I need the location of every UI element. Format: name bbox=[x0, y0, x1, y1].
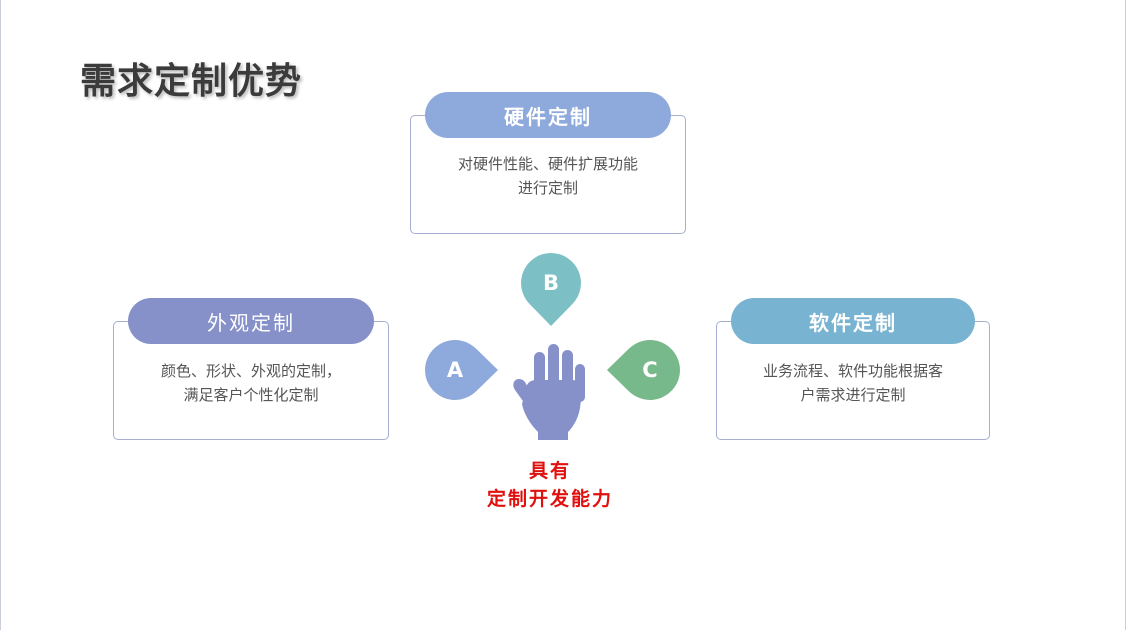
hardware-desc-line-1: 对硬件性能、硬件扩展功能 bbox=[457, 155, 638, 173]
marker-c: C bbox=[607, 340, 680, 400]
marker-b: B bbox=[521, 253, 581, 326]
marker-c-letter: C bbox=[642, 358, 658, 382]
teardrop-down-icon bbox=[521, 253, 581, 326]
hand-icon bbox=[512, 342, 590, 444]
hardware-description: 对硬件性能、硬件扩展功能 进行定制 bbox=[411, 152, 685, 200]
software-desc-line-2: 户需求进行定制 bbox=[800, 386, 906, 404]
page-title: 需求定制优势 bbox=[80, 61, 303, 102]
teardrop-left-icon bbox=[607, 340, 680, 400]
software-desc-line-1: 业务流程、软件功能根据客 bbox=[762, 362, 943, 380]
teardrop-right-icon bbox=[425, 340, 498, 400]
appearance-desc-line-2: 满足客户个性化定制 bbox=[183, 386, 319, 404]
appearance-desc-line-1: 颜色、形状、外观的定制， bbox=[160, 362, 341, 380]
center-label-line-2: 定制开发能力 bbox=[486, 488, 613, 510]
hardware-label-pill: 硬件定制 bbox=[425, 92, 671, 138]
appearance-label-pill: 外观定制 bbox=[128, 298, 374, 344]
appearance-description: 颜色、形状、外观的定制， 满足客户个性化定制 bbox=[114, 359, 388, 407]
marker-b-letter: B bbox=[542, 271, 559, 295]
hardware-desc-line-2: 进行定制 bbox=[517, 179, 578, 197]
center-label-line-1: 具有 bbox=[528, 460, 571, 482]
software-label-pill: 软件定制 bbox=[731, 298, 975, 344]
marker-a: A bbox=[425, 340, 498, 400]
software-description: 业务流程、软件功能根据客 户需求进行定制 bbox=[717, 359, 989, 407]
marker-a-letter: A bbox=[446, 358, 464, 382]
